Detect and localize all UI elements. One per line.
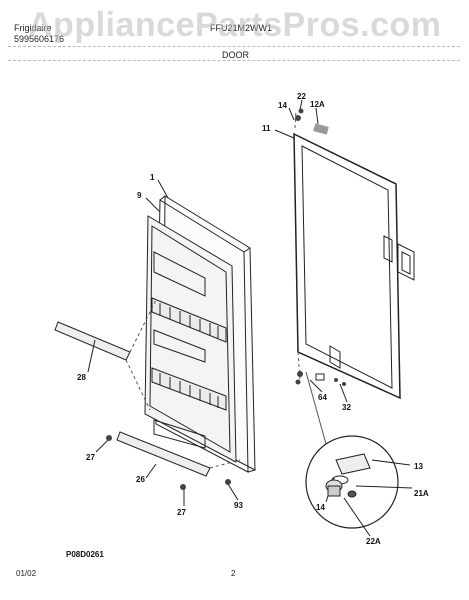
model-number: FFU21M2WW1	[210, 23, 273, 33]
footer-page-number: 2	[231, 569, 236, 578]
breaker-strip-28	[54, 321, 131, 361]
callout-27-upper: 27	[86, 453, 95, 462]
header-rule	[8, 46, 460, 47]
door-liner	[144, 195, 256, 473]
breaker-strip-26	[116, 431, 211, 477]
callout-22a: 22A	[366, 537, 381, 546]
callout-14-detail: 14	[316, 503, 325, 512]
door-gasket	[293, 132, 415, 400]
callout-11: 11	[262, 124, 271, 133]
callout-14-top: 14	[278, 101, 287, 110]
callout-64: 64	[318, 393, 327, 402]
callout-26: 26	[136, 475, 145, 484]
figure-code: P08D0261	[66, 550, 104, 559]
brand-label: Frigidaire	[14, 23, 52, 33]
callout-1: 1	[150, 173, 155, 182]
callout-21a: 21A	[414, 489, 429, 498]
callout-22-top: 22	[297, 92, 306, 101]
footer-date: 01/02	[16, 569, 37, 578]
detail-circle	[305, 435, 399, 529]
callout-13: 13	[414, 462, 423, 471]
callout-32: 32	[342, 403, 351, 412]
callout-27-lower: 27	[177, 508, 186, 517]
callout-12a: 12A	[310, 100, 325, 109]
header-rule-2	[8, 60, 460, 61]
watermark-text: AppliancePartsPros.com	[28, 6, 442, 44]
section-title: DOOR	[222, 50, 249, 60]
liner-shelf-lower	[151, 367, 227, 411]
callout-28: 28	[77, 373, 86, 382]
callout-9: 9	[137, 191, 142, 200]
callout-93: 93	[234, 501, 243, 510]
publication-number: 5995606176	[14, 34, 65, 44]
